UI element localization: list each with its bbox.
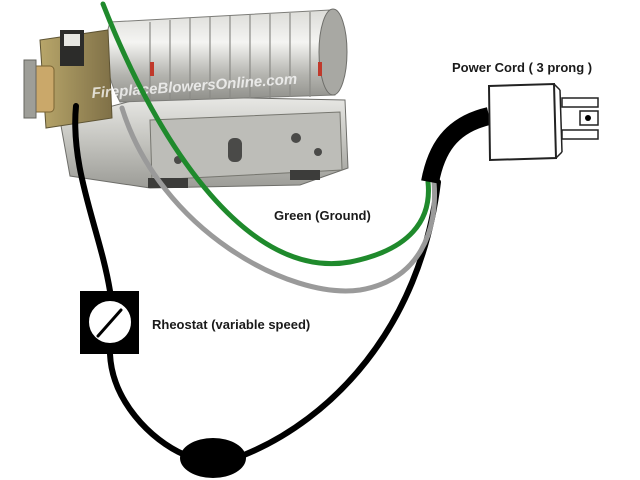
rheostat <box>80 291 139 354</box>
blower-foot <box>148 178 188 188</box>
blower-foot <box>290 170 320 180</box>
motor-label-text <box>64 34 80 46</box>
mount-hole <box>291 133 301 143</box>
gray-wire <box>119 105 438 294</box>
green-ground-label: Green (Ground) <box>274 208 371 223</box>
wire-splice <box>180 438 246 478</box>
power-cord-label: Power Cord ( 3 prong ) <box>452 60 593 75</box>
mount-hole <box>314 148 322 156</box>
black-wire-motor-to-rheostat <box>72 103 113 294</box>
drum-fins <box>149 12 311 100</box>
plug-prong-hole <box>585 115 591 121</box>
black-wire-rheostat-to-splice <box>107 351 188 458</box>
slot-hole <box>228 138 242 162</box>
rheostat-label: Rheostat (variable speed) <box>152 317 311 332</box>
plug-body <box>487 82 558 162</box>
blower-fan: FireplaceBlowersOnline.com <box>23 8 349 189</box>
drum-accent <box>318 62 322 76</box>
rheostat-needle <box>96 308 123 338</box>
plug-prong-top <box>561 97 599 108</box>
plug-prong-bottom <box>561 129 599 140</box>
green-wire <box>100 1 431 267</box>
front-plate <box>149 111 343 181</box>
drum-end-cap <box>318 8 348 96</box>
motor-bracket <box>23 59 37 119</box>
power-cord <box>421 82 599 184</box>
drum-accent <box>150 62 154 76</box>
cord-jacket <box>421 107 492 184</box>
